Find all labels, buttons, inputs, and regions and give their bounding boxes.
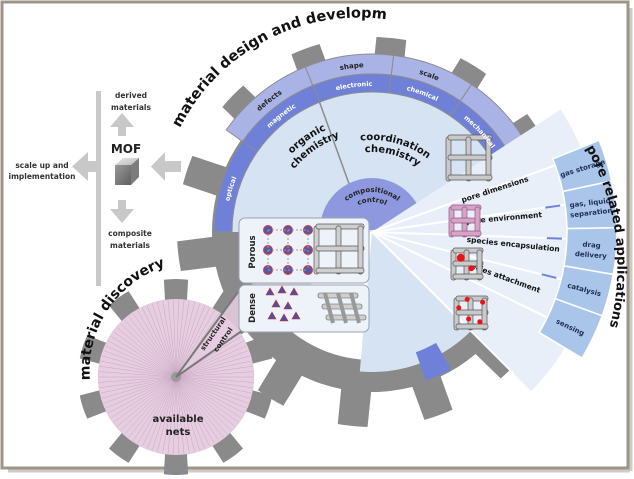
porous-box: Porous [238, 217, 370, 284]
dense-box: Dense [238, 284, 370, 333]
arrow-left-icon [72, 152, 96, 181]
framework-icon-species-encapsulation [450, 247, 484, 281]
framework-icon-pore-dimensions [445, 134, 493, 182]
application-label: delivery [575, 250, 608, 261]
available-nets-label-1: available [153, 414, 204, 425]
compositional-control-label-2: control [356, 196, 388, 207]
arrow-down-icon [110, 200, 134, 223]
porous-atomic-structure [263, 225, 313, 275]
composite-materials-label-2: materials [110, 241, 150, 250]
framework-icon-species-attachment [453, 295, 489, 331]
framework-icon-pore-environment [448, 204, 482, 238]
mof-panel: MOF derived materials composite material… [9, 91, 181, 286]
porous-tube-grid [313, 223, 365, 275]
pore-fan-background [372, 109, 597, 392]
available-nets-label-2: nets [166, 427, 191, 438]
ring-label-shape: shape [339, 61, 364, 72]
scale-up-label-2: implementation [9, 172, 76, 181]
mof-cube-icon [115, 158, 139, 185]
scale-up-label-1: scale up and [15, 161, 68, 170]
derived-materials-label-1: derived [115, 91, 147, 100]
mof-label: MOF [111, 142, 141, 156]
arrow-in-icon [151, 152, 181, 181]
dense-atomic-structure [265, 285, 301, 322]
application-label: drag [582, 241, 601, 250]
dense-tube-structure [317, 292, 367, 324]
application-segment [538, 297, 604, 360]
derived-materials-label-2: materials [111, 103, 151, 112]
arrow-up-icon [110, 113, 134, 136]
middle-ring-segment [415, 342, 451, 381]
porous-label: Porous [248, 235, 258, 268]
composite-materials-label-1: composite [108, 229, 152, 238]
dense-label: Dense [248, 293, 258, 323]
porous-tube-structure [313, 223, 365, 275]
mof-divider-bar [96, 91, 101, 286]
